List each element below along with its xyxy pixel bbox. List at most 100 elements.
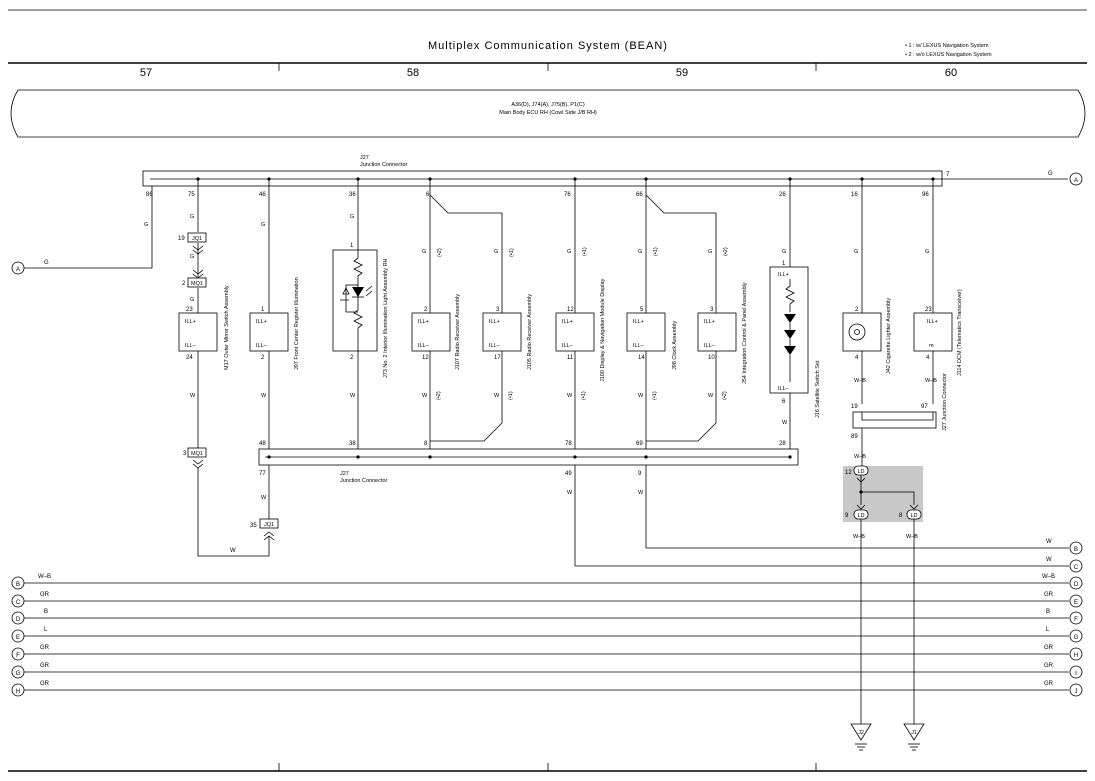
component-j107: 2 ILL+ ILL– 12 J107 Radio Receiver Assem… [411,294,461,370]
bus-line-3: E L L G [11,627,1083,643]
j27-top-connector [142,170,943,187]
bus-line-5: G GR GR I [11,663,1083,679]
svg-text:W–B: W–B [906,534,918,540]
svg-text:G: G [1074,635,1079,641]
svg-text:ILL–: ILL– [256,343,268,349]
svg-text:G: G [1048,171,1053,177]
svg-text:G: G [782,249,786,255]
svg-text:(•1): (•1) [582,247,588,256]
j27-top-id: J27 [360,155,369,161]
svg-text:8: 8 [424,441,428,447]
svg-text:2: 2 [350,355,354,361]
svg-text:G: G [925,249,929,255]
svg-text:12: 12 [845,470,852,476]
svg-text:GR: GR [40,663,50,669]
svg-text:2: 2 [424,307,428,313]
svg-text:LD: LD [910,513,917,519]
note-2: • 2 : w/o LEXUS Navigation System [905,52,992,58]
svg-text:G: G [190,214,194,220]
svg-text:W–B: W–B [38,574,51,580]
svg-text:LD: LD [857,513,864,519]
svg-text:B: B [1074,547,1078,553]
component-j97: 1 ILL+ ILL– 2 J97 Front Center Register … [249,277,300,370]
svg-text:(•2): (•2) [437,248,443,257]
svg-text:C: C [16,600,21,606]
svg-text:89: 89 [851,434,858,440]
svg-text:D: D [1074,582,1079,588]
svg-text:MQ1: MQ1 [191,281,203,287]
svg-text:L: L [44,627,48,633]
component-j98: 5 ILL+ ILL– 14 J98 Clock Assembly [626,307,678,370]
svg-text:(•2): (•2) [723,247,729,256]
component-j73: 1 2 J73 No. 2 Interior Illumination Ligh… [332,243,389,378]
svg-text:W: W [261,495,267,501]
bus-line-4: F GR GR H [11,645,1083,661]
svg-text:78: 78 [565,441,572,447]
svg-text:J42 Cigarette Lighter Assembly: J42 Cigarette Lighter Assembly [886,298,892,374]
svg-text:JQ1: JQ1 [192,236,202,242]
svg-text:ILL–: ILL– [704,343,716,349]
svg-text:96: 96 [922,192,929,198]
svg-text:75: 75 [188,192,195,198]
svg-text:W–B: W–B [925,378,937,384]
svg-text:ILL+: ILL+ [927,319,938,325]
svg-text:W: W [230,548,236,554]
svg-text:G: G [44,260,49,266]
svg-text:m: m [929,343,934,349]
svg-text:24: 24 [186,355,193,361]
svg-text:38: 38 [349,441,356,447]
mq1-connector-b [187,447,207,458]
svg-text:97: 97 [921,404,928,410]
svg-text:ILL+: ILL+ [704,319,715,325]
svg-text:ILL–: ILL– [562,343,574,349]
svg-text:49: 49 [565,471,572,477]
svg-text:J97 Front Center Register Illu: J97 Front Center Register Illumination [294,277,300,370]
svg-text:1: 1 [350,243,354,249]
ground-j2: J2 [850,723,872,751]
svg-text:G: G [708,249,712,255]
svg-text:GR: GR [1044,663,1054,669]
svg-text:14: 14 [638,355,645,361]
bus-line-6: H GR GR J [11,681,1083,697]
svg-text:G: G [190,254,194,260]
svg-text:B: B [1046,609,1050,615]
svg-text:E: E [1074,600,1078,606]
svg-text:7: 7 [946,172,950,178]
svg-text:4: 4 [855,355,859,361]
svg-text:(•2): (•2) [722,391,728,400]
mq1-connector-a [187,277,207,288]
svg-text:48: 48 [259,441,266,447]
svg-text:I: I [1075,671,1077,677]
svg-text:4: 4 [926,355,930,361]
svg-text:J: J [1075,689,1078,695]
svg-text:ILL+: ILL+ [256,319,267,325]
section-57: 57 [140,67,152,79]
svg-text:ILL–: ILL– [633,343,645,349]
svg-text:L: L [1046,627,1050,633]
svg-text:(•1): (•1) [581,391,587,400]
svg-text:J114 DCM (Telematics Transceiv: J114 DCM (Telematics Transceiver) [957,289,963,376]
svg-text:J73 No. 2 Interior Illuminatio: J73 No. 2 Interior Illumination Light As… [383,258,389,378]
svg-text:LD: LD [857,469,864,475]
ecu-line2: Main Body ECU RH (Cowl Side J/B RH) [499,110,597,116]
svg-text:W: W [567,393,573,399]
svg-text:G: G [144,222,148,228]
svg-text:12: 12 [567,307,574,313]
j27-bottom-id: J27 [340,471,349,477]
svg-text:W: W [567,490,573,496]
svg-text:J1: J1 [911,730,917,736]
svg-text:GR: GR [1044,681,1054,687]
component-j54: 3 ILL+ ILL– 10 J54 Integration Control &… [697,282,748,384]
svg-text:G: G [16,671,21,677]
ground-j1: J1 [903,723,925,751]
ref-a-right [1069,172,1083,186]
svg-text:G: G [567,249,571,255]
bus-line-0: B W–B W–B D [11,574,1083,590]
svg-text:W–B: W–B [854,454,866,460]
bottom-pin-labels: 48 38 8 78 69 28 77 49 9 [259,441,786,477]
svg-text:1: 1 [782,261,786,267]
svg-text:6: 6 [782,399,786,405]
svg-text:9: 9 [638,471,642,477]
section-60: 60 [945,67,957,79]
